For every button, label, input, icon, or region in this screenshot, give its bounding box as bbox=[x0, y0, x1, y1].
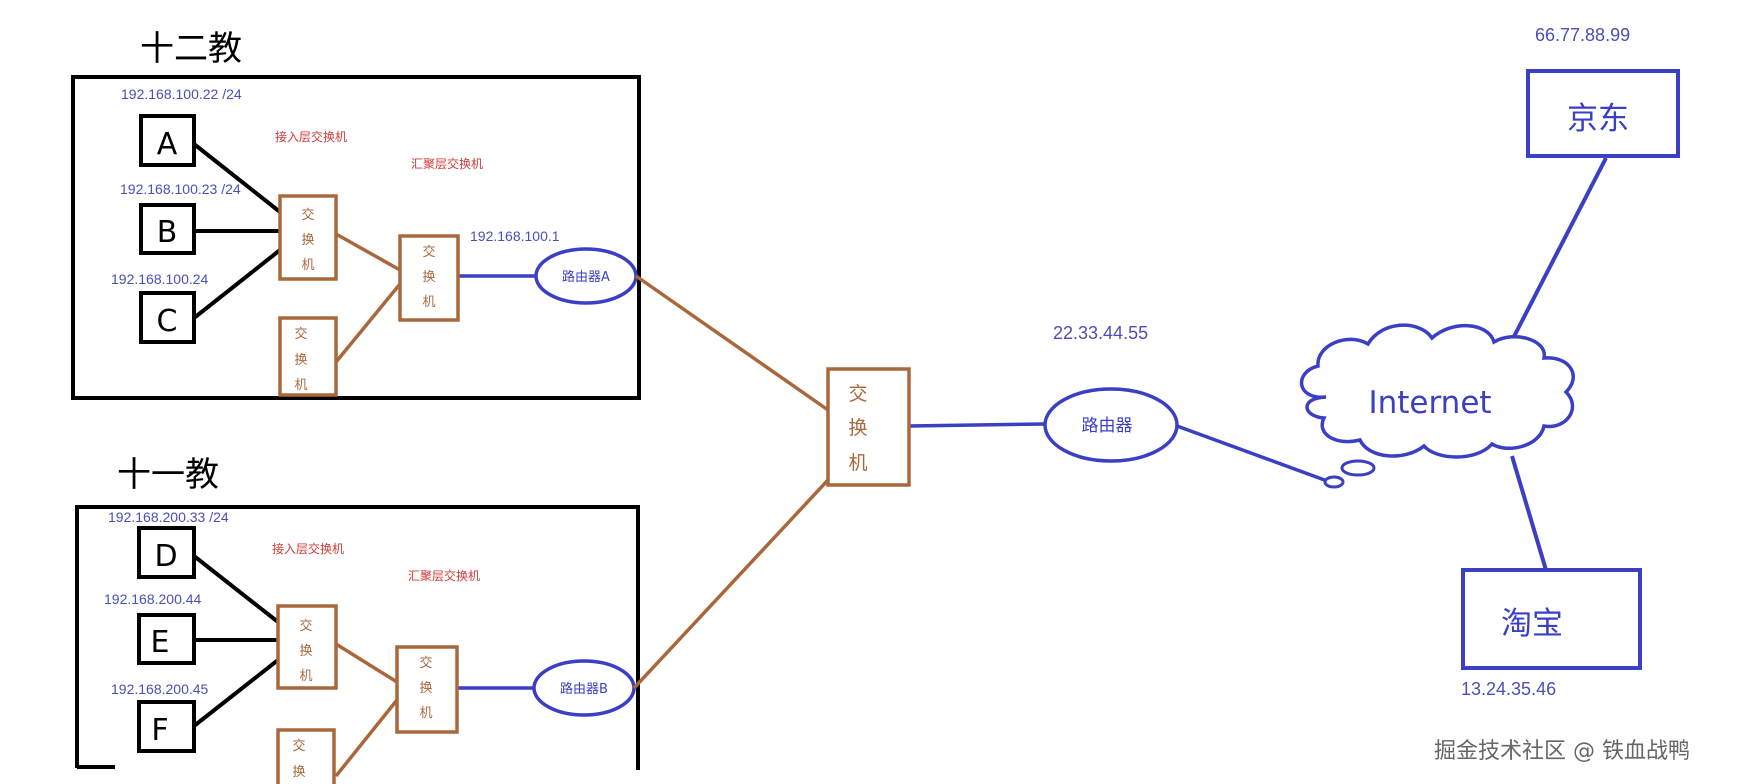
jd-server[interactable]: 京东 bbox=[1526, 69, 1680, 158]
router-to-core-switch-links bbox=[632, 274, 830, 690]
svg-text:换: 换 bbox=[848, 417, 867, 439]
watermark: 掘金技术社区 @ 铁血战鸭 bbox=[1434, 739, 1690, 764]
host-f[interactable]: F bbox=[137, 700, 196, 753]
b12-extra-switch[interactable]: 交 换 机 bbox=[278, 316, 338, 397]
host-d[interactable]: D bbox=[137, 526, 196, 579]
router-b[interactable]: 路由器B bbox=[532, 659, 636, 717]
internet-taobao-link bbox=[1510, 455, 1548, 571]
taobao-ip: 13.24.35.46 bbox=[1461, 679, 1556, 699]
host-c[interactable]: C bbox=[139, 291, 196, 344]
b12-access-switch[interactable]: 交 换 机 bbox=[278, 194, 338, 281]
host-a-label: A bbox=[157, 127, 178, 162]
b11-extra-switch[interactable]: 交 换 bbox=[276, 728, 336, 784]
host-a[interactable]: A bbox=[139, 114, 196, 167]
building-12-host-links bbox=[192, 142, 282, 320]
svg-text:换: 换 bbox=[299, 644, 312, 659]
jd-ip: 66.77.88.99 bbox=[1535, 25, 1630, 45]
host-b-label: B bbox=[157, 215, 178, 250]
host-b[interactable]: B bbox=[139, 203, 196, 255]
host-b-ip: 192.168.100.23 /24 bbox=[120, 181, 241, 197]
b12-gateway-ip: 192.168.100.1 bbox=[470, 228, 560, 244]
svg-text:交: 交 bbox=[301, 207, 314, 223]
internet-cloud[interactable]: Internet bbox=[1300, 323, 1575, 489]
svg-text:交: 交 bbox=[422, 244, 435, 260]
svg-text:换: 换 bbox=[422, 270, 435, 285]
router-a[interactable]: 路由器A bbox=[534, 247, 638, 305]
host-e-label: E bbox=[151, 625, 170, 660]
b11-aggregation-switch[interactable]: 交 换 机 bbox=[395, 645, 459, 734]
taobao-label: 淘宝 bbox=[1501, 606, 1563, 642]
b12-access-layer-label: 接入层交换机 bbox=[275, 129, 347, 144]
svg-text:换: 换 bbox=[419, 681, 432, 696]
b11-access-layer-label: 接入层交换机 bbox=[272, 541, 344, 556]
svg-text:换: 换 bbox=[301, 233, 314, 248]
building-12-border bbox=[71, 75, 641, 400]
b12-aggregation-layer-label: 汇聚层交换机 bbox=[411, 156, 483, 171]
svg-text:交: 交 bbox=[299, 618, 312, 634]
svg-text:机: 机 bbox=[419, 706, 432, 721]
host-f-ip: 192.168.200.45 bbox=[111, 681, 209, 697]
core-switch-router-link bbox=[908, 422, 1046, 428]
b11-aggregation-layer-label: 汇聚层交换机 bbox=[408, 568, 480, 583]
svg-text:交: 交 bbox=[419, 655, 432, 671]
svg-text:机: 机 bbox=[294, 378, 307, 393]
building-11-border bbox=[75, 505, 640, 770]
router-a-label: 路由器A bbox=[562, 269, 610, 285]
svg-text:机: 机 bbox=[301, 258, 314, 273]
svg-text:交: 交 bbox=[294, 326, 307, 342]
host-e[interactable]: E bbox=[137, 613, 196, 665]
building-12-switch-links bbox=[334, 232, 402, 364]
building-11-title: 十一教 bbox=[117, 455, 219, 495]
b12-aggregation-switch[interactable]: 交 换 机 bbox=[398, 234, 460, 322]
core-router[interactable]: 路由器 bbox=[1043, 387, 1179, 463]
router-b-label: 路由器B bbox=[560, 681, 608, 697]
internet-label: Internet bbox=[1368, 385, 1491, 421]
host-d-label: D bbox=[154, 539, 177, 574]
host-e-ip: 192.168.200.44 bbox=[104, 591, 202, 607]
svg-text:换: 换 bbox=[294, 353, 307, 368]
svg-text:换: 换 bbox=[292, 765, 305, 780]
core-router-label: 路由器 bbox=[1082, 416, 1133, 436]
svg-text:交: 交 bbox=[292, 738, 305, 754]
svg-text:机: 机 bbox=[848, 452, 867, 474]
jd-label: 京东 bbox=[1567, 101, 1629, 137]
svg-text:机: 机 bbox=[299, 669, 312, 684]
svg-text:交: 交 bbox=[848, 383, 867, 405]
host-f-label: F bbox=[151, 713, 168, 748]
host-c-label: C bbox=[157, 304, 178, 339]
core-switch[interactable]: 交 换 机 bbox=[826, 367, 911, 487]
building-12-title: 十二教 bbox=[140, 29, 242, 69]
core-router-ip: 22.33.44.55 bbox=[1053, 323, 1148, 343]
internet-jd-link bbox=[1503, 157, 1608, 355]
b11-access-switch[interactable]: 交 换 机 bbox=[276, 604, 338, 690]
taobao-server[interactable]: 淘宝 bbox=[1461, 568, 1642, 670]
svg-text:机: 机 bbox=[422, 295, 435, 310]
host-a-ip: 192.168.100.22 /24 bbox=[121, 86, 242, 102]
building-11-switch-links bbox=[334, 642, 399, 778]
host-d-ip: 192.168.200.33 /24 bbox=[108, 509, 229, 525]
router-internet-link bbox=[1176, 424, 1331, 484]
host-c-ip: 192.168.100.24 bbox=[111, 271, 209, 287]
building-11-host-links bbox=[192, 554, 280, 728]
